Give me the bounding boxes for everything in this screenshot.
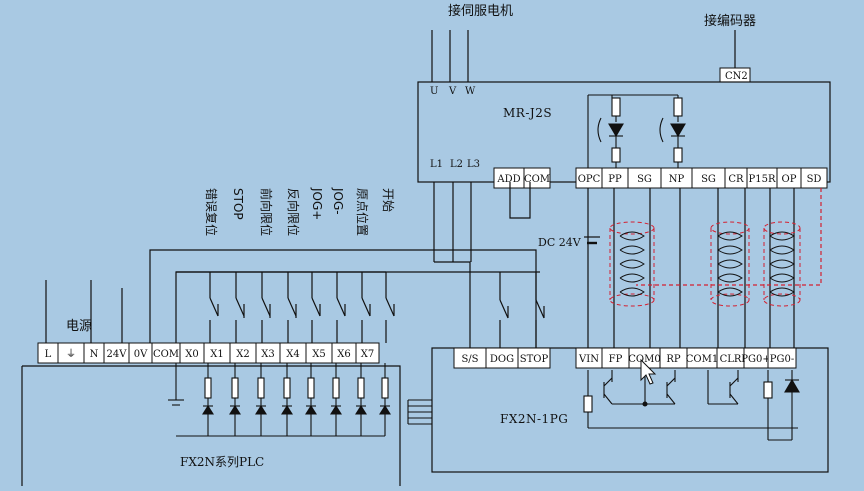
input-label-3: 反向限位	[286, 188, 301, 236]
input-label-6: 原点位置	[355, 188, 370, 236]
pg-right-term-label-7: PG0-	[770, 354, 794, 365]
servo-w: W	[465, 86, 476, 97]
pg-right-term-label-0: VIN	[578, 354, 599, 365]
plc-term-label-3: 24V	[107, 349, 128, 360]
servo-right-term-label-2: SG	[637, 174, 652, 185]
input-label-0: 错误复位	[204, 188, 219, 236]
pg-left-term-label-2: STOP	[520, 354, 549, 365]
servo-right-term-label-4: SG	[701, 174, 716, 185]
shield-cable	[710, 221, 750, 307]
servo-model-label: MR-J2S	[503, 106, 552, 120]
mouse-cursor-icon	[640, 358, 657, 385]
pg-right-term-box-7	[767, 347, 797, 369]
servo-left-term-label-0: ADD	[496, 174, 520, 185]
add-com-jumper	[509, 182, 531, 219]
pg-right-term-label-2: COM0	[628, 354, 660, 365]
servo-v: V	[448, 86, 457, 97]
motor-lines	[431, 30, 469, 82]
pg-model-label: FX2N-1PG	[500, 412, 568, 426]
bus-connector	[407, 399, 432, 425]
plc-term-label-2: N	[90, 349, 99, 360]
plc-term-label-5: COM	[153, 349, 179, 360]
plc-input-leds	[168, 363, 391, 437]
input-label-7: 开始	[381, 188, 395, 212]
signal-wires	[149, 188, 822, 348]
plc-term-label-8: X2	[236, 349, 249, 360]
input-label-1: STOP	[231, 188, 245, 220]
servo-right-term-label-1: PP	[608, 174, 622, 185]
pg-left-term-label-0: S/S	[461, 354, 478, 365]
dc24v-label: DC 24V	[538, 236, 582, 249]
shielded-twisted-pairs	[609, 221, 801, 307]
input-label-5: JOG-	[331, 187, 345, 215]
servo-right-term-label-7: OP	[782, 174, 797, 185]
plc-term-label-11: X5	[312, 349, 325, 360]
pg-right-term-label-5: CLR	[720, 354, 742, 365]
com-wire	[175, 271, 540, 343]
pg-right-term-label-4: COM1	[686, 354, 718, 365]
ss-wire	[434, 261, 471, 348]
plc-term-label-4: 0V	[134, 349, 148, 360]
plc-outline	[22, 365, 401, 486]
power-label: 电源	[66, 319, 92, 334]
pg-right-term-label-1: FP	[609, 354, 623, 365]
plc-term-label-12: X6	[337, 349, 350, 360]
servo-left-term-label-1: COM	[524, 174, 550, 185]
plc-input-switches	[176, 271, 395, 343]
servo-right-terminal-strip: OPC PP SG NP SG CR P15R OP SD	[575, 167, 828, 189]
plc-term-label-13: X7	[361, 349, 374, 360]
shield-cable	[609, 221, 655, 307]
sd-shield-wire	[636, 188, 822, 286]
pg-right-term-label-6: PG0+	[741, 354, 770, 365]
cn2-label: CN2	[725, 71, 748, 82]
power-input-lines	[433, 182, 472, 262]
input-label-group: 错误复位 STOP 前向限位反向限位 JOG+ JOG- 原点位置开始	[204, 187, 395, 236]
plc-model-label: FX2N系列PLC	[180, 455, 264, 469]
pg-left-term-label-1: DOG	[490, 354, 514, 365]
plc-terminal-strip: L ⏚ N 24V 0V COM X0 X1 X2 X3 X4 X5 X6 X7	[37, 342, 380, 364]
plc-term-label-10: X4	[286, 349, 299, 360]
pg-right-term-label-3: RP	[666, 354, 681, 365]
dc24v-battery	[584, 236, 600, 245]
plc-term-label-0: L	[45, 349, 52, 360]
pg-left-term-box-2	[517, 347, 551, 369]
servo-right-term-label-5: CR	[728, 174, 744, 185]
input-label-2: 前向限位	[259, 188, 274, 236]
servo-optocouplers	[587, 94, 686, 168]
servo-left-terminal-strip: ADD COM	[493, 167, 551, 189]
encoder-label: 接编码器	[704, 13, 756, 29]
servo-l3: L3	[467, 159, 480, 170]
servo-right-term-label-0: OPC	[578, 174, 601, 185]
pg-left-terminal-strip: S/S DOG STOP	[453, 347, 551, 369]
servo-right-term-box-8	[800, 167, 828, 189]
plc-term-label-1: ⏚	[66, 348, 76, 360]
input-label-4: JOG+	[310, 187, 324, 220]
pg-power-wire	[149, 249, 537, 348]
pg-output-transistors	[583, 370, 800, 441]
servo-right-term-label-6: P15R	[749, 174, 776, 185]
servo-u: U	[430, 86, 438, 97]
servo-right-term-label-8: SD	[807, 174, 822, 185]
plc-term-label-7: X1	[210, 349, 223, 360]
plc-term-box-13	[355, 342, 380, 364]
plc-term-label-6: X0	[185, 349, 198, 360]
servo-l1: L1	[430, 159, 443, 170]
plc-term-label-9: X3	[261, 349, 274, 360]
shield-cable	[763, 221, 801, 307]
servo-right-term-label-3: NP	[669, 174, 685, 185]
servo-l2: L2	[450, 159, 463, 170]
servo-motor-label: 接伺服电机	[448, 3, 513, 19]
